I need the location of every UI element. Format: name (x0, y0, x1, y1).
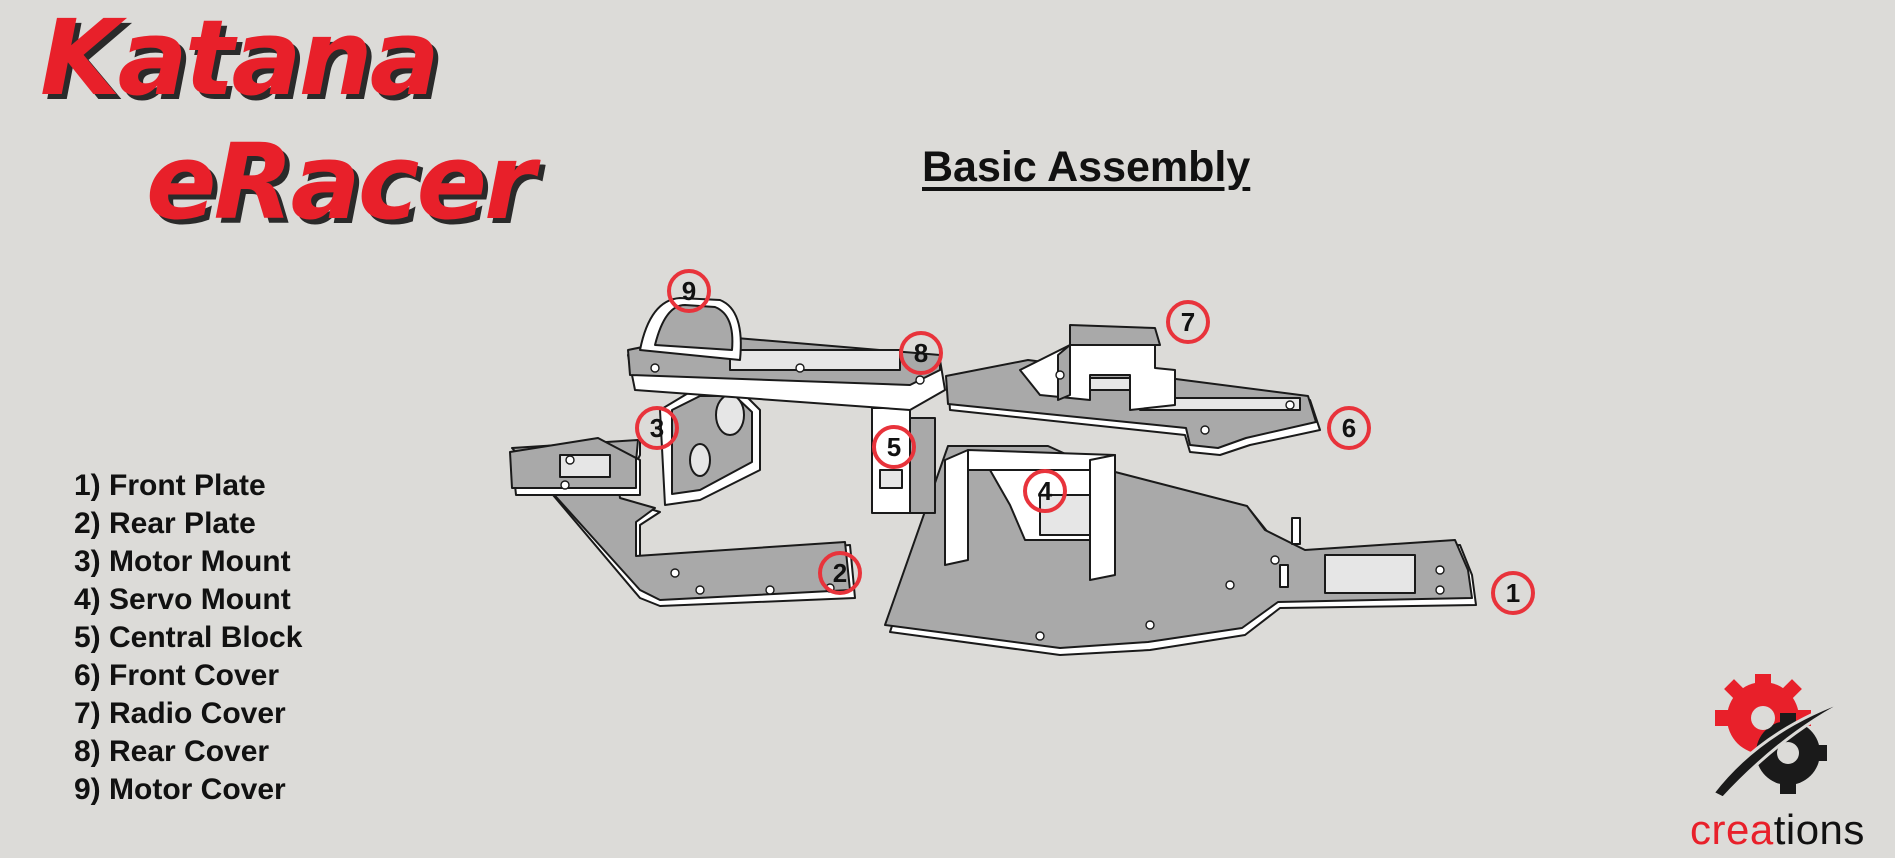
logo-title-eracer: eRacer (146, 121, 535, 243)
callout-central-block: 5 (872, 425, 916, 469)
callout-front-cover: 6 (1327, 406, 1371, 450)
callout-label: 7 (1181, 307, 1195, 337)
callout-rear-cover: 8 (899, 331, 943, 375)
callout-label: 9 (682, 276, 696, 306)
front-plate-part (884, 445, 1477, 656)
callout-label: 6 (1342, 413, 1356, 443)
legend-item-servo-mount: 4) Servo Mount (74, 583, 291, 616)
legend-item-motor-mount: 3) Motor Mount (74, 545, 291, 578)
motor-mount-part (659, 389, 761, 506)
servo-mount-part (944, 449, 1116, 581)
callout-label: 2 (833, 558, 847, 588)
callout-radio-cover: 7 (1166, 300, 1210, 344)
callout-label: 5 (887, 432, 901, 462)
callout-motor-cover: 9 (667, 269, 711, 313)
callout-label: 3 (650, 413, 664, 443)
motor-cover-part (639, 297, 742, 361)
legend-item-motor-cover: 9) Motor Cover (74, 773, 286, 806)
brand-wordmark-dark: tions (1773, 806, 1865, 853)
logo-title-katana: Katana (40, 0, 440, 119)
callout-front-plate: 1 (1491, 571, 1535, 615)
callout-motor-mount: 3 (635, 406, 679, 450)
callout-label: 4 (1038, 476, 1053, 506)
callout-label: 1 (1506, 578, 1520, 608)
legend-item-front-plate: 1) Front Plate (74, 469, 266, 502)
parts-legend: 1) Front Plate 2) Rear Plate 3) Motor Mo… (74, 467, 302, 809)
brand-wordmark-red: crea (1690, 806, 1774, 853)
rear-plate-tab (509, 437, 641, 496)
page-heading: Basic Assembly (922, 143, 1251, 191)
brand-wordmark: creations (1690, 806, 1865, 854)
radio-cover-part (1019, 324, 1176, 411)
legend-item-front-cover: 6) Front Cover (74, 659, 280, 692)
legend-item-radio-cover: 7) Radio Cover (74, 697, 286, 730)
callout-label: 8 (914, 338, 928, 368)
legend-item-rear-plate: 2) Rear Plate (74, 507, 256, 540)
legend-item-rear-cover: 8) Rear Cover (74, 735, 270, 768)
gear-swoosh-icon (1710, 674, 1854, 800)
callout-rear-plate: 2 (818, 551, 862, 595)
callout-servo-mount: 4 (1023, 469, 1067, 513)
legend-item-central-block: 5) Central Block (74, 621, 303, 654)
